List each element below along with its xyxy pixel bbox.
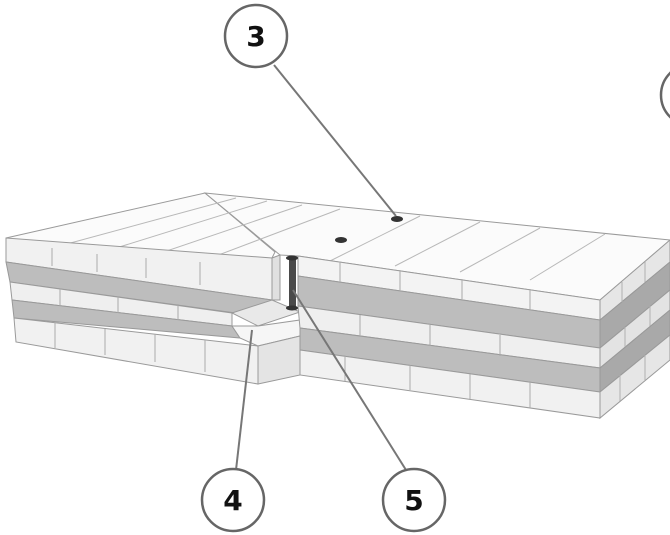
callout-partial [659, 71, 670, 119]
top-fastener-hole-1 [391, 216, 403, 222]
vertical-fastener [286, 255, 298, 311]
leader-line-5 [292, 289, 407, 471]
callout-3-label: 3 [246, 20, 265, 53]
front-face-right [297, 255, 601, 419]
top-fastener-hole-2 [335, 237, 347, 243]
leader-line-3 [273, 64, 397, 217]
callout-4: 4 [200, 467, 266, 533]
top-board-joints [51, 197, 606, 281]
leader-line-4 [235, 329, 253, 471]
right-side-face [599, 239, 670, 420]
callout-4-label: 4 [223, 484, 242, 517]
slab-top-surface [5, 192, 670, 301]
callout-5: 5 [381, 467, 447, 533]
front-face-left [5, 237, 273, 385]
callout-5-label: 5 [404, 484, 423, 517]
callout-3: 3 [223, 3, 289, 69]
